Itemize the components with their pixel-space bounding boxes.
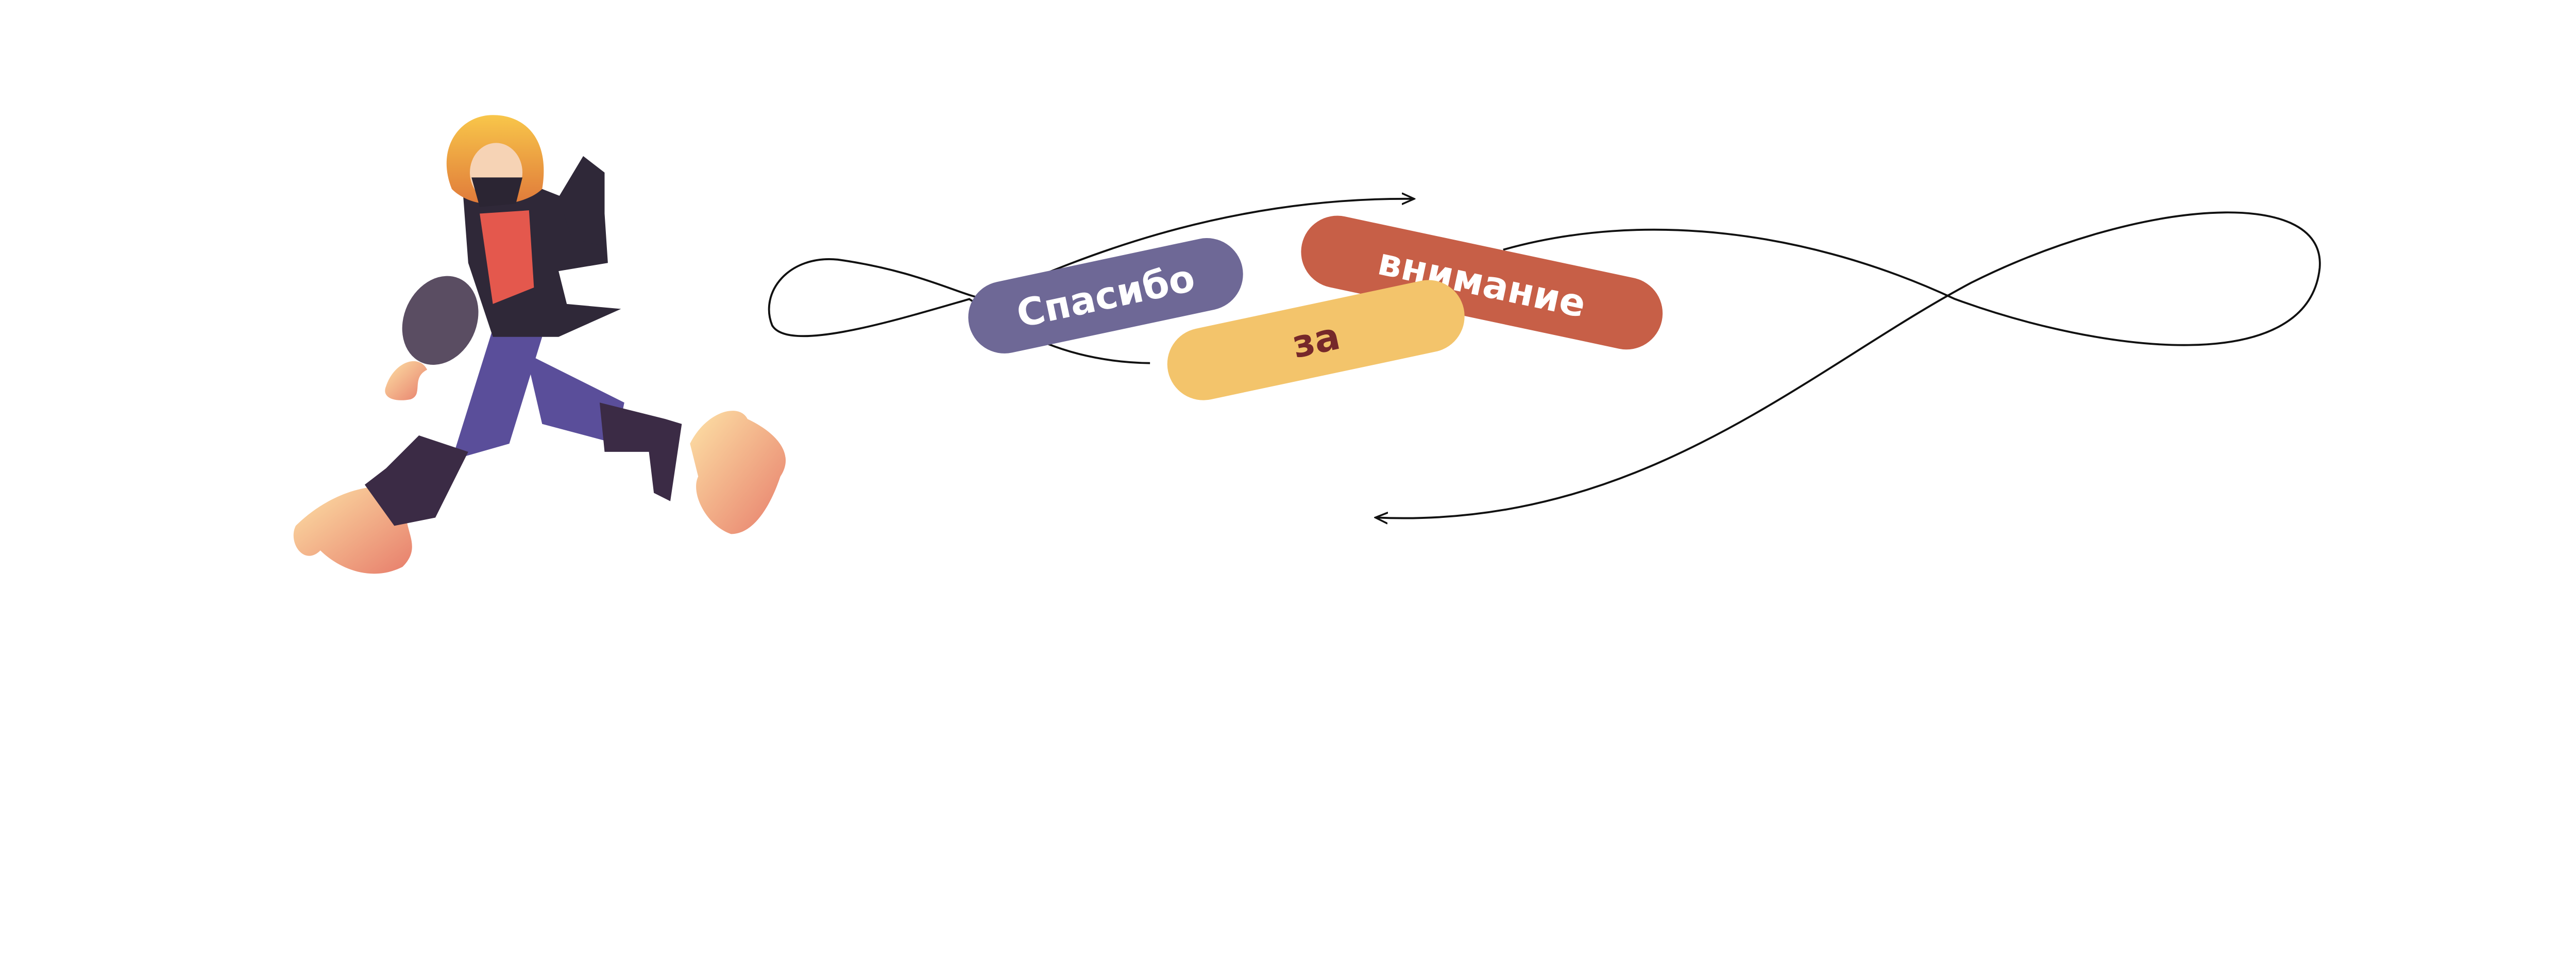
raised-arm — [558, 156, 605, 247]
flame-right-icon — [690, 411, 786, 534]
boot-left — [364, 435, 468, 526]
leg-left — [451, 328, 543, 460]
flame-small-icon — [385, 361, 428, 400]
leg-right — [526, 353, 624, 444]
boot-right — [599, 402, 682, 501]
running-character-illustration — [293, 115, 786, 574]
pill-za: за — [1167, 280, 1465, 400]
pill-za-text: за — [1289, 314, 1344, 367]
curve-arrow-right — [1377, 211, 2321, 518]
shirt — [480, 210, 534, 304]
face-mask — [471, 177, 523, 207]
bag — [402, 276, 479, 365]
slide-canvas: Спасибо внимание за — [293, 115, 2321, 574]
